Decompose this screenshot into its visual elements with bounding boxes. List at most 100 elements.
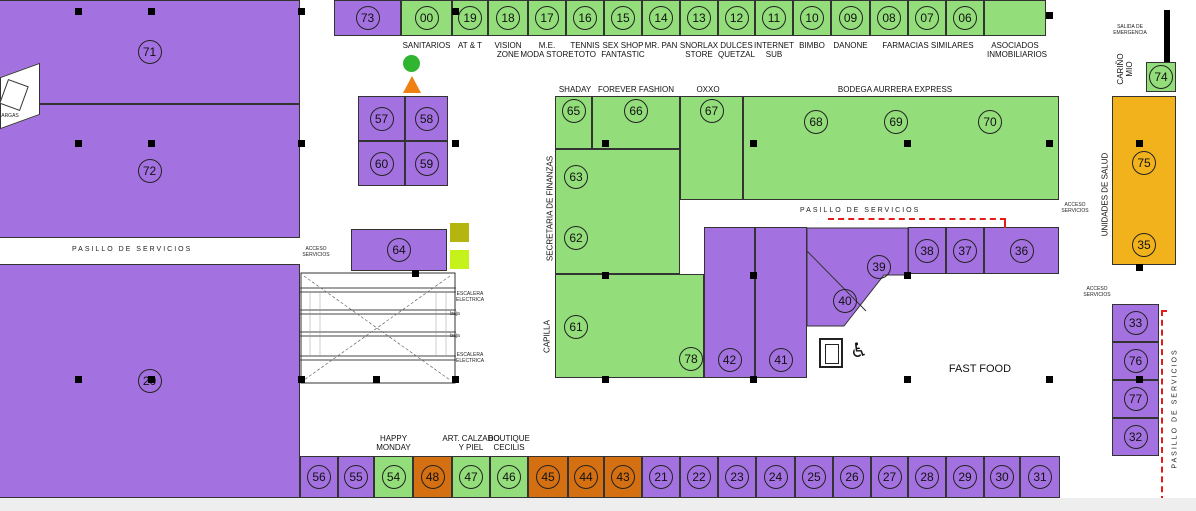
column-marker — [904, 140, 911, 147]
unit-08[interactable]: 08 — [870, 0, 908, 36]
unit-47[interactable]: 47 — [452, 456, 490, 498]
unit-number: 18 — [496, 6, 520, 30]
unit-57[interactable]: 57 — [358, 96, 405, 141]
unit-number: 16 — [573, 6, 597, 30]
column-marker — [1046, 12, 1053, 19]
unit-37[interactable]: 37 — [946, 227, 984, 274]
unit-17[interactable]: 17 — [528, 0, 566, 36]
acceso-bottom-right: ACCESO SERVICIOS — [1083, 286, 1111, 298]
unit-68[interactable]: 68 69 70 — [743, 96, 1059, 200]
unit-18-label: VISION ZONE — [494, 41, 522, 59]
column-marker — [412, 270, 419, 277]
cinta-black — [1164, 10, 1170, 70]
unit-74[interactable]: 74 — [1146, 62, 1176, 92]
unit-number-39: 39 — [867, 255, 891, 279]
unit-46[interactable]: 46 — [490, 456, 528, 498]
unit-64[interactable]: 64 — [351, 229, 447, 271]
unit-09-label: DANONE — [833, 41, 868, 50]
salida-label: SALIDA DE EMERGENCIA — [1113, 24, 1147, 36]
unit-76[interactable]: 76 — [1112, 342, 1159, 380]
unit-36[interactable]: 36 — [984, 227, 1059, 274]
unit-32[interactable]: 32 — [1112, 418, 1159, 456]
unit-number: 12 — [724, 6, 749, 30]
unit-19-label: AT & T — [457, 41, 482, 50]
unit-29[interactable]: 29 — [946, 456, 984, 498]
olive-square-marker — [450, 223, 469, 242]
label-fast-food: FAST FOOD — [948, 363, 1012, 375]
column-marker — [602, 376, 609, 383]
unit-number-62: 62 — [564, 226, 588, 250]
unit-number: 42 — [717, 348, 742, 372]
unit-18[interactable]: 18 — [488, 0, 528, 36]
unit-number: 23 — [725, 465, 749, 489]
unit-65[interactable]: 65 — [555, 96, 592, 149]
unit-44[interactable]: 44 — [568, 456, 604, 498]
unit-06[interactable]: 06 — [946, 0, 984, 36]
unit-67[interactable]: 67 — [680, 96, 743, 200]
column-marker — [148, 140, 155, 147]
acceso-right: ACCESO SERVICIOS — [1061, 202, 1089, 214]
bottom-strip — [0, 498, 1196, 511]
unit-30[interactable]: 30 — [984, 456, 1020, 498]
unit-60[interactable]: 60 — [358, 141, 405, 186]
unit-28[interactable]: 28 — [908, 456, 946, 498]
unit-61[interactable]: 61 78 — [555, 274, 704, 378]
unit-56[interactable]: 56 — [300, 456, 338, 498]
unit-71[interactable]: 71 — [0, 0, 300, 104]
unit-54[interactable]: 54 — [374, 456, 413, 498]
column-marker — [1046, 140, 1053, 147]
unit-11[interactable]: 11 — [755, 0, 793, 36]
unit-number: 59 — [414, 151, 439, 176]
unit-14[interactable]: 14 — [642, 0, 680, 36]
label-carino: CARIÑO MIO — [1116, 53, 1134, 85]
unit-55[interactable]: 55 — [338, 456, 374, 498]
label-unidades: UNIDADES DE SALUD — [1100, 152, 1110, 237]
unit-40-39[interactable] — [806, 227, 910, 327]
unit-number: 09 — [838, 6, 863, 30]
unit-22[interactable]: 22 — [680, 456, 718, 498]
unit-26[interactable]: 26 — [833, 456, 871, 498]
unit-10[interactable]: 10 — [793, 0, 831, 36]
unit-45[interactable]: 45 — [528, 456, 568, 498]
unit-21[interactable]: 21 — [642, 456, 680, 498]
unit-number: 26 — [840, 465, 864, 489]
unit-number: 58 — [414, 106, 439, 131]
unit-24[interactable]: 24 — [756, 456, 795, 498]
unit-63[interactable]: 63 62 — [555, 149, 680, 274]
unit-42[interactable]: 42 — [704, 227, 755, 378]
unit-41[interactable]: 41 — [755, 227, 807, 378]
unit-15[interactable]: 15 — [604, 0, 642, 36]
unit-38[interactable]: 38 — [908, 227, 946, 274]
unit-number: 31 — [1028, 465, 1052, 489]
unit-73[interactable]: 73 — [334, 0, 401, 36]
unit-19[interactable]: 19 — [452, 0, 488, 36]
unit-number: 29 — [953, 465, 977, 489]
unit-23[interactable]: 23 — [718, 456, 756, 498]
unit-number: 74 — [1149, 65, 1173, 89]
unit-16[interactable]: 16 — [566, 0, 604, 36]
unit-05[interactable]: 05 — [984, 0, 1046, 36]
unit-33[interactable]: 33 — [1112, 304, 1159, 342]
column-marker — [602, 140, 609, 147]
unit-25[interactable]: 25 — [795, 456, 833, 498]
unit-43[interactable]: 43 — [604, 456, 642, 498]
unit-number: 57 — [369, 106, 394, 131]
column-marker — [750, 272, 757, 279]
unit-77[interactable]: 77 — [1112, 380, 1159, 418]
unit-12[interactable]: 12 — [718, 0, 755, 36]
unit-31[interactable]: 31 — [1020, 456, 1060, 498]
unit-number: 72 — [137, 159, 162, 183]
unit-59[interactable]: 59 — [405, 141, 448, 186]
unit-75[interactable]: 75 35 — [1112, 96, 1176, 265]
unit-00[interactable]: 00 — [401, 0, 452, 36]
unit-number: 60 — [369, 151, 394, 176]
pasillo-right-label: PASILLO DE SERVICIOS — [1171, 348, 1179, 469]
unit-number: 28 — [915, 465, 939, 489]
unit-07[interactable]: 07 — [908, 0, 946, 36]
unit-72[interactable]: 72 — [0, 104, 300, 238]
unit-48[interactable]: 48 — [413, 456, 452, 498]
unit-13[interactable]: 13 — [680, 0, 718, 36]
unit-09[interactable]: 09 — [831, 0, 870, 36]
unit-58[interactable]: 58 — [405, 96, 448, 141]
unit-27[interactable]: 27 — [871, 456, 908, 498]
